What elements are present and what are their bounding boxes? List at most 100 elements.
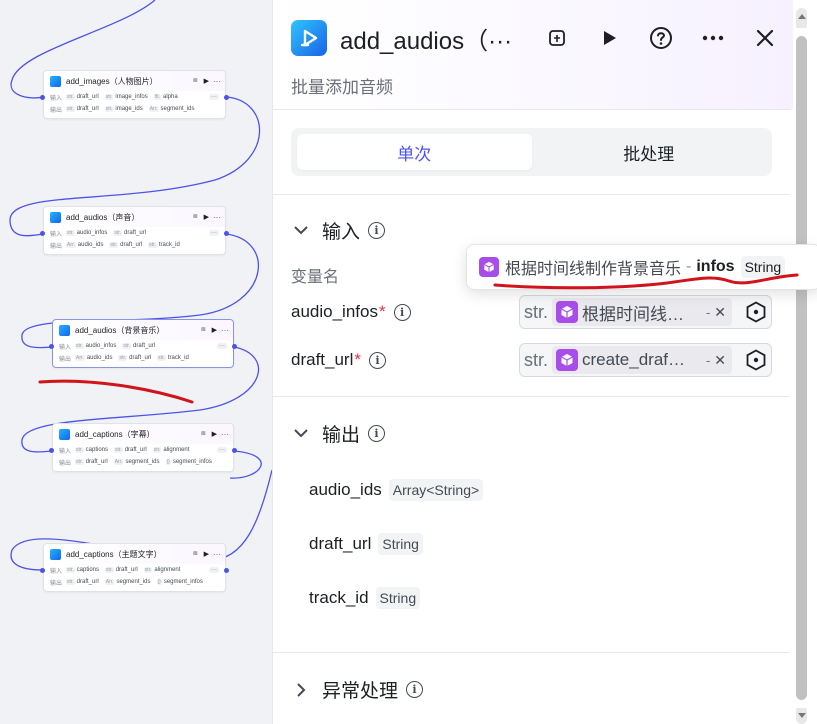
more-params-icon[interactable]: ··· <box>209 567 219 573</box>
info-icon[interactable]: i <box>368 425 386 442</box>
run-button[interactable] <box>583 20 635 56</box>
run-node-icon[interactable]: ▶ <box>211 327 217 334</box>
output-port[interactable] <box>224 95 229 100</box>
output-section-title: 输出 <box>322 425 361 446</box>
output-row: draft_url String <box>309 533 423 555</box>
scroll-thumb[interactable] <box>796 36 807 700</box>
info-icon[interactable]: i <box>369 351 386 369</box>
divider <box>273 652 790 653</box>
variable-reference-select[interactable]: str. 根据时间线… - ✕ <box>519 295 772 329</box>
reference-chip[interactable]: create_draf… - ✕ <box>552 346 733 374</box>
node-title: add_images（人物图片） <box>66 76 158 86</box>
chevron-right-icon <box>291 682 311 697</box>
panel-scrollbar[interactable] <box>793 0 817 724</box>
node-more-icon[interactable]: ··· <box>213 549 221 559</box>
tab-single[interactable]: 单次 <box>297 134 532 170</box>
node-param: Arr.segment_ids <box>104 579 151 585</box>
hexagon-icon[interactable] <box>745 349 767 371</box>
error-handling-toggle[interactable]: 异常处理 i <box>291 676 424 703</box>
reference-text: create_draf… <box>582 350 686 369</box>
node-title: add_captions（主题文字） <box>66 549 162 559</box>
reference-tooltip: 根据时间线制作背景音乐 - infos String <box>466 244 817 290</box>
debug-button[interactable] <box>531 20 583 56</box>
input-port[interactable] <box>49 448 54 453</box>
chevron-down-icon <box>291 226 311 235</box>
tooltip-type-badge: String <box>740 256 786 278</box>
divider <box>273 109 790 110</box>
input-port[interactable] <box>40 95 45 100</box>
info-icon[interactable]: i <box>368 222 386 239</box>
hexagon-icon[interactable] <box>745 301 767 323</box>
fold-icon[interactable]: ⧈ <box>193 550 198 557</box>
tooltip-field-name: infos <box>696 258 735 275</box>
scroll-down-arrow[interactable] <box>796 708 807 724</box>
help-button[interactable] <box>635 20 687 56</box>
remove-reference-icon[interactable]: ✕ <box>714 303 727 320</box>
node-more-icon[interactable]: ··· <box>213 76 221 86</box>
node-more-icon[interactable]: ··· <box>221 429 229 439</box>
scroll-up-arrow[interactable] <box>796 8 807 28</box>
divider <box>273 396 790 397</box>
type-tag: str. <box>524 349 549 370</box>
input-port[interactable] <box>40 231 45 236</box>
more-params-icon[interactable]: ··· <box>209 94 219 100</box>
app-icon <box>291 20 327 56</box>
output-port[interactable] <box>232 344 237 349</box>
input-row-audio-infos: audio_infos* i str. 根据时间线… - ✕ <box>291 295 774 329</box>
input-row-draft-url: draft_url* i str. create_draf… - ✕ <box>291 343 774 377</box>
annotation-underline <box>493 273 799 290</box>
output-name: track_id <box>309 588 369 607</box>
tooltip-source-node: 根据时间线制作背景音乐 <box>505 261 682 278</box>
input-port[interactable] <box>40 568 45 573</box>
output-port[interactable] <box>224 568 229 573</box>
node-type-icon <box>59 428 70 440</box>
node-param: str.draft_url <box>66 579 99 585</box>
run-node-icon[interactable]: ▶ <box>203 551 209 558</box>
close-button[interactable] <box>739 20 791 56</box>
reference-chip[interactable]: 根据时间线… - ✕ <box>552 298 733 326</box>
remove-reference-icon[interactable]: ✕ <box>714 351 727 368</box>
fold-icon[interactable]: ⧈ <box>193 213 198 220</box>
output-section-toggle[interactable]: 输出 i <box>291 420 386 447</box>
more-params-icon[interactable]: ··· <box>209 230 219 236</box>
node-param: flt.alpha <box>153 94 178 100</box>
more-params-icon[interactable]: ··· <box>217 343 227 349</box>
node-param: str.captions <box>75 447 109 453</box>
node-more-icon[interactable]: ··· <box>213 212 221 222</box>
node-title: add_audios（背景音乐） <box>75 325 165 335</box>
node-config-panel: add_audios（··· 批量添加音频 单次 批处理 <box>272 0 817 724</box>
info-icon[interactable]: i <box>393 303 411 321</box>
fold-icon[interactable]: ⧈ <box>201 326 206 333</box>
output-port[interactable] <box>224 231 229 236</box>
run-node-icon[interactable]: ▶ <box>203 214 209 221</box>
node-param: str.draft_url <box>66 94 99 100</box>
fold-icon[interactable]: ⧈ <box>201 430 206 437</box>
node-param: str.image_infos <box>104 94 148 100</box>
fold-icon[interactable]: ⧈ <box>193 77 198 84</box>
variable-icon <box>479 257 499 277</box>
node-param: {}segment_infos <box>165 459 212 465</box>
run-node-icon[interactable]: ▶ <box>203 78 209 85</box>
run-mode-tabs: 单次 批处理 <box>291 128 772 176</box>
info-icon[interactable]: i <box>406 681 424 698</box>
more-button[interactable] <box>687 20 739 56</box>
variable-reference-select[interactable]: str. create_draf… - ✕ <box>519 343 772 377</box>
tab-batch[interactable]: 批处理 <box>623 144 675 164</box>
run-node-icon[interactable]: ▶ <box>211 431 217 438</box>
input-port[interactable] <box>49 344 54 349</box>
node-param: str.alignment <box>152 447 190 453</box>
more-params-icon[interactable]: ··· <box>217 447 227 453</box>
output-port[interactable] <box>232 448 237 453</box>
node-more-icon[interactable]: ··· <box>221 325 229 335</box>
input-section-toggle[interactable]: 输入 i <box>291 217 386 244</box>
